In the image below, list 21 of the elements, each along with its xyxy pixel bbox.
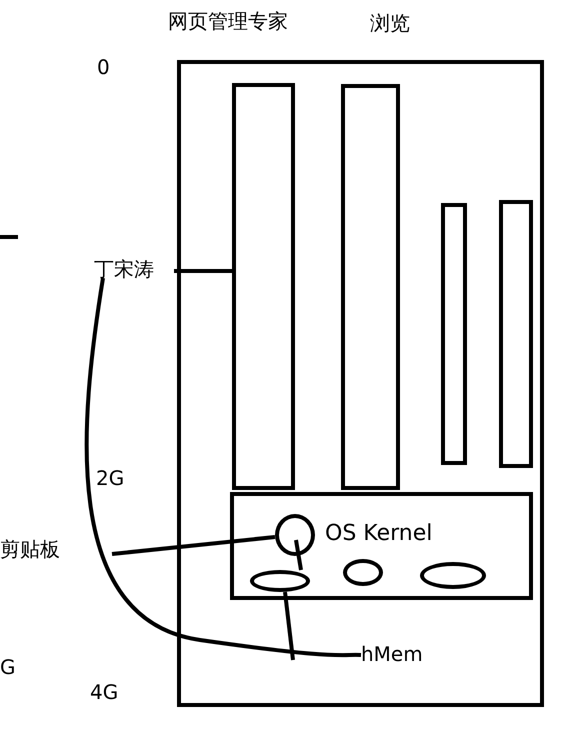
leader-line (84, 278, 362, 658)
leader-line (283, 592, 295, 660)
address-label: 4G (90, 680, 118, 704)
callout-label: hMem (361, 642, 423, 666)
leader-line (174, 269, 232, 273)
block-caption: 浏览 (370, 10, 410, 37)
address-label: G (0, 655, 16, 679)
leader-line (112, 535, 276, 556)
kernel-box (230, 492, 533, 600)
ellipse-shape (420, 562, 486, 589)
region-label: OS Kernel (325, 521, 432, 546)
address-label: 0 (97, 55, 110, 79)
memory-block (441, 203, 467, 465)
block-caption: 网页管理专家 (168, 8, 288, 35)
address-label: 2G (96, 466, 124, 490)
callout-label: 丁宋涛 (94, 256, 154, 283)
circle-shape (275, 514, 315, 556)
ellipse-shape (250, 570, 310, 592)
memory-block (499, 200, 533, 468)
ellipse-shape (343, 559, 383, 586)
callout-label: 剪贴板 (0, 536, 60, 563)
